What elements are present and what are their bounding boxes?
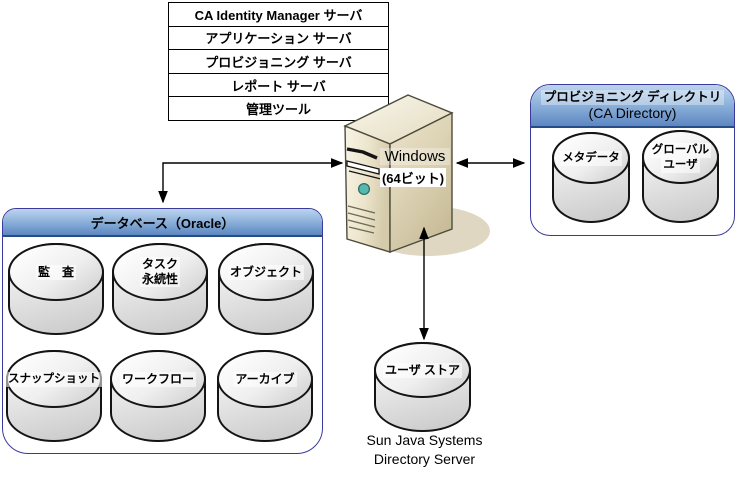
caption-line-1: Sun Java Systems — [366, 432, 483, 448]
drive-slot-icon — [346, 147, 378, 160]
windows-server-label: Windows — [380, 148, 450, 165]
cylinder-label: ワークフロー — [119, 371, 196, 387]
server-stack: CA Identity Manager サーバ アプリケーション サーバ プロビ… — [168, 2, 389, 121]
power-button-icon — [357, 182, 371, 196]
cylinder-label: グローバル — [649, 143, 712, 158]
cylinder-label: メタデータ — [560, 150, 622, 166]
stack-item-admin-tools: 管理ツール — [169, 96, 388, 120]
caption-line-2: Directory Server — [373, 451, 476, 467]
prov-cylinder-global-users: グローバル ユーザ — [642, 130, 719, 223]
cylinder-label-line2: 永続性 — [139, 272, 180, 287]
stack-item-report-server: レポート サーバ — [169, 72, 388, 97]
cylinder-label: ユーザ ストア — [382, 362, 463, 378]
cylinder-label: 監 査 — [35, 264, 76, 280]
cylinder-label-line2: ユーザ — [661, 158, 700, 173]
db-cylinder-workflow: ワークフロー — [110, 350, 206, 442]
provisioning-box-header: プロビジョニング ディレクトリ (CA Directory) — [531, 85, 734, 128]
cd-drive-icon — [346, 160, 380, 175]
db-cylinder-archive: アーカイブ — [217, 350, 313, 442]
db-cylinder-task-persistence: タスク 永続性 — [112, 243, 208, 335]
arrow-server-to-database — [158, 158, 344, 204]
user-store-cylinder: ユーザ ストア — [374, 342, 471, 432]
db-cylinder-objects: オブジェクト — [218, 243, 314, 335]
db-cylinder-audit: 監 査 — [8, 243, 104, 335]
database-box-header: データベース（Oracle） — [3, 209, 322, 237]
tower-front-face — [344, 124, 391, 253]
vent-lines-icon — [347, 205, 376, 234]
stack-item-application-server: アプリケーション サーバ — [169, 25, 388, 50]
provisioning-box-title: プロビジョニング ディレクトリ — [540, 89, 725, 105]
user-store-caption: Sun Java Systems Directory Server — [337, 431, 512, 469]
windows-server-sublabel: (64ビット) — [380, 168, 446, 187]
cylinder-label: オブジェクト — [227, 264, 304, 280]
cylinder-label: タスク — [139, 257, 180, 272]
stack-item-identity-manager: CA Identity Manager サーバ — [194, 7, 363, 23]
cd-drive-line — [348, 170, 382, 180]
prov-cylinder-metadata: メタデータ — [552, 132, 630, 223]
cylinder-label: アーカイブ — [233, 371, 297, 387]
provisioning-box-subtitle: (CA Directory) — [588, 104, 677, 121]
cylinder-label: スナップショット — [6, 371, 102, 387]
db-cylinder-snapshot: スナップショット — [6, 350, 102, 442]
tower-shadow — [366, 206, 490, 256]
stack-item-provisioning-server: プロビジョニング サーバ — [169, 49, 388, 73]
database-box-title: データベース（Oracle） — [90, 215, 235, 231]
cylinder-top — [217, 350, 313, 408]
